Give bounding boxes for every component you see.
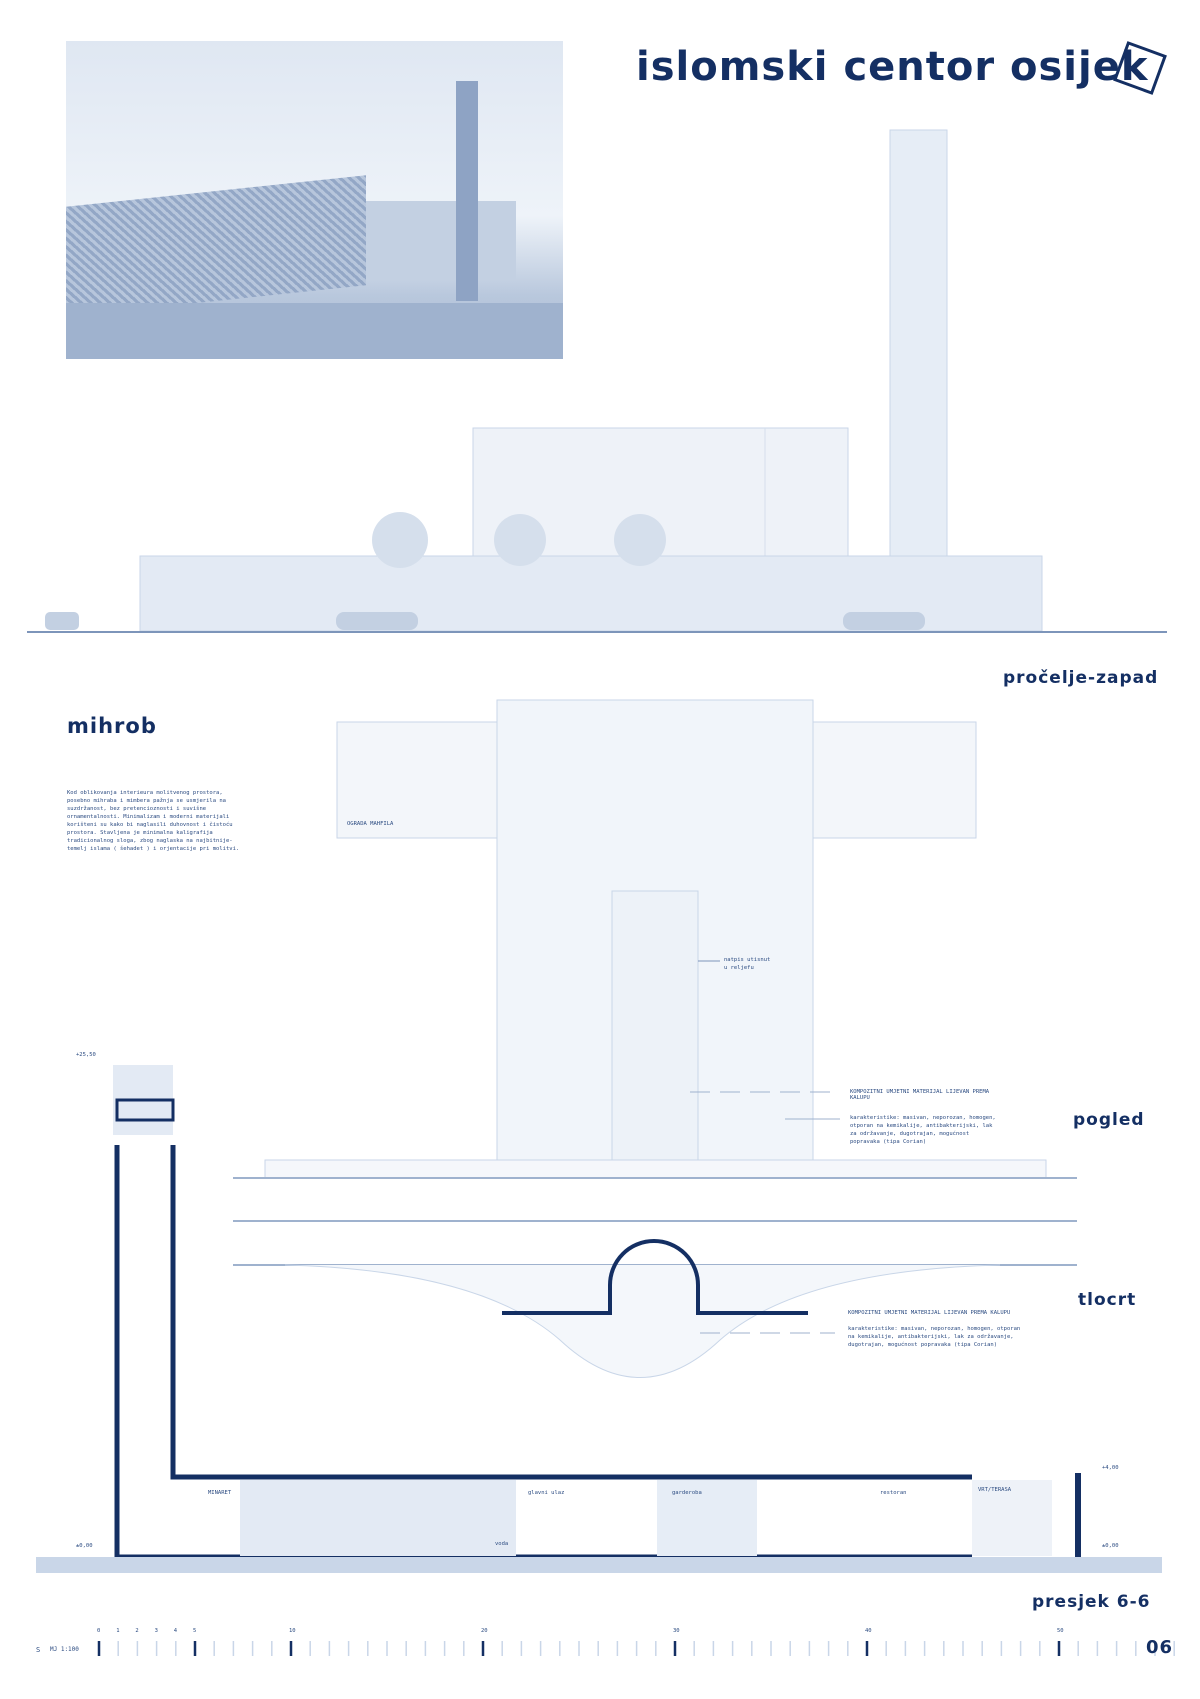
elevation-title: pročelje-zapad	[1003, 668, 1159, 688]
mihrab-plan	[233, 1177, 1077, 1378]
scale-tick-label: 4	[173, 1628, 178, 1634]
scale-tick-label: 10	[289, 1628, 296, 1634]
scale-tick-label: 0	[97, 1628, 101, 1634]
scale-tick-label: 30	[673, 1628, 680, 1634]
scale-tick-label: 40	[865, 1628, 872, 1634]
scale-label: MJ 1:100	[50, 1646, 79, 1653]
mihrab-title: mihrob	[67, 714, 157, 738]
level-top: +25,50	[76, 1052, 96, 1058]
section-title: presjek 6-6	[1032, 1592, 1151, 1612]
level-right-top: +4,00	[1102, 1465, 1119, 1471]
building-section	[36, 1065, 1162, 1573]
plan-characteristics-label: karakteristike: masivan, neporozan, homo…	[848, 1326, 1021, 1348]
room-glavni-ulaz: glavni ulaz	[528, 1490, 565, 1496]
room-vrt: VRT/TERASA	[978, 1487, 1012, 1493]
level-zero-right: ±0,00	[1102, 1543, 1119, 1549]
scale-tick-label: 1	[116, 1628, 120, 1634]
scale-tick-label: 50	[1057, 1628, 1064, 1634]
scale-tick-label: 2	[135, 1628, 139, 1634]
view-characteristics-label: karakteristike: masivan, neporozan, homo…	[850, 1115, 996, 1145]
room-voda: voda	[495, 1541, 509, 1547]
poster-title: islomski centor osijek	[636, 44, 1149, 90]
mihrab-description: Kod oblikovanja interieura molitvenog pr…	[67, 790, 240, 852]
scale-bar	[97, 1641, 1175, 1656]
page-number: 06	[1146, 1637, 1174, 1658]
scale-tick-label: 3	[154, 1628, 158, 1634]
plan-title: tlocrt	[1078, 1290, 1137, 1310]
ograda-label: OGRADA MAHFILA	[347, 821, 394, 827]
plan-material-label: KOMPOZITNI UMJETNI MATERIJAL LIJEVAN PRE…	[848, 1310, 1011, 1316]
natpis-label: natpis utisnut u reljefu	[724, 957, 771, 971]
room-garderoba: garderoba	[672, 1490, 702, 1496]
level-zero-left: ±0,00	[76, 1543, 93, 1549]
mihrab-view	[264, 699, 1047, 1179]
room-restoran: restoran	[880, 1490, 907, 1496]
room-minaret: MINARET	[208, 1490, 232, 1496]
render-photo	[66, 41, 563, 359]
view-title: pogled	[1073, 1110, 1145, 1130]
west-elevation	[27, 129, 1167, 633]
scale-tick-label: 20	[481, 1628, 488, 1634]
scale-tick-label: 5	[193, 1628, 197, 1634]
view-material-label: KOMPOZITNI UMJETNI MATERIJAL LIJEVAN PRE…	[850, 1089, 990, 1101]
scale-prefix: S	[36, 1646, 41, 1654]
